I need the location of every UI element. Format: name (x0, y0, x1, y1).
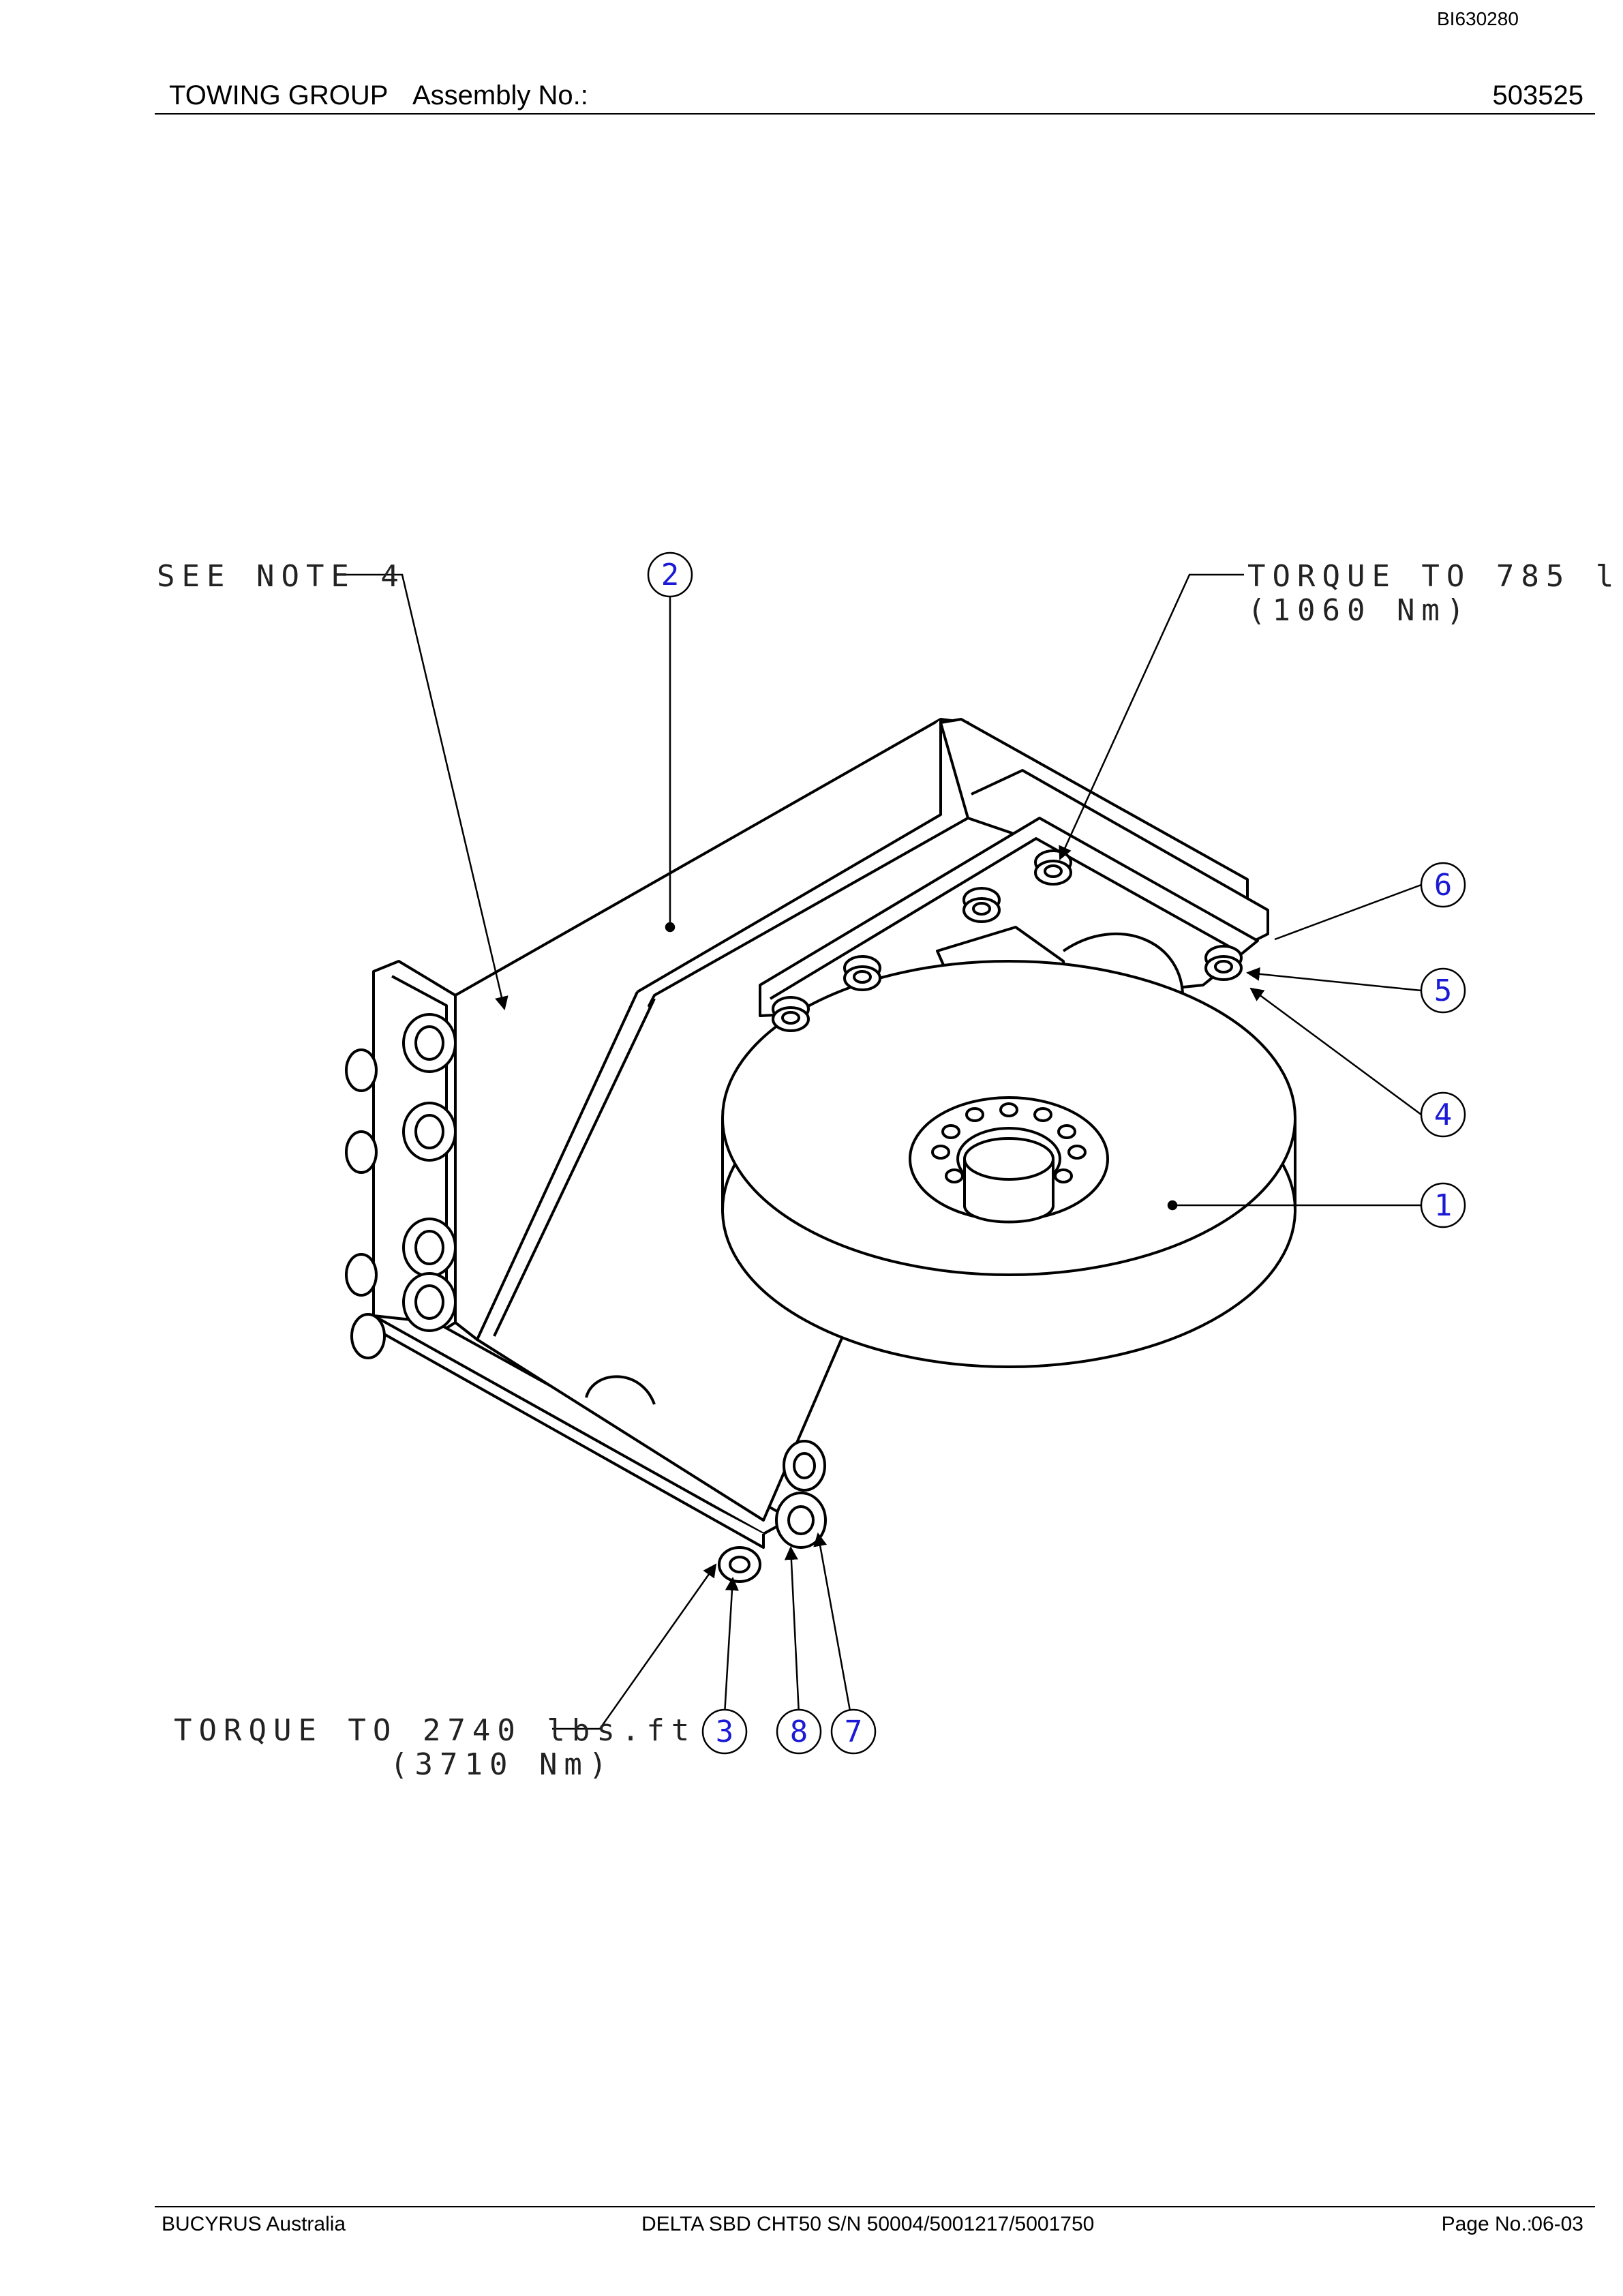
balloon-1-label: 1 (1434, 1188, 1453, 1223)
balloon-5 (1420, 967, 1466, 1014)
balloon-7 (830, 1708, 877, 1755)
side-mount-nuts (345, 1013, 457, 1359)
balloon-8 (776, 1708, 822, 1755)
assembly-linework (345, 718, 1296, 1583)
balloon-5-label: 5 (1434, 973, 1453, 1008)
page-footer: BUCYRUS Australia DELTA SBD CHT50 S/N 50… (155, 2206, 1595, 2239)
balloon-4 (1420, 1091, 1466, 1138)
torque-upper-line1: TORQUE TO 785 lbs.ft (1247, 559, 1623, 594)
assembly-number: 503525 (1492, 80, 1583, 110)
leader-lines (341, 573, 1422, 1730)
balloon-6 (1420, 862, 1466, 908)
balloon-8-label: 8 (790, 1715, 808, 1749)
torque-lower-line1: TORQUE TO 2740 lbs.ft (174, 1713, 696, 1748)
balloon-7-label: 7 (845, 1715, 863, 1749)
see-note-text: SEE NOTE 4 (157, 559, 406, 594)
torque-upper-line2: (1060 Nm) (1247, 593, 1471, 628)
page-number: 06-03 (1531, 2213, 1583, 2235)
balloon-3-label: 3 (716, 1715, 734, 1749)
torque-lower-line2: (3710 Nm) (390, 1747, 613, 1782)
balloon-2 (647, 552, 693, 598)
company-name: BUCYRUS Australia (162, 2213, 346, 2235)
balloon-3 (701, 1708, 748, 1755)
group-title: TOWING GROUP (169, 80, 389, 110)
machine-designation: DELTA SBD CHT50 S/N 50004/5001217/500175… (641, 2213, 1095, 2235)
balloon-2-label: 2 (661, 558, 680, 592)
balloon-4-label: 4 (1434, 1098, 1453, 1132)
document-id: BI630280 (1437, 8, 1519, 29)
page-number-label: Page No.: (1441, 2213, 1532, 2235)
page-header: TOWING GROUP Assembly No.: 503525 (155, 75, 1595, 115)
balloon-1 (1420, 1182, 1466, 1228)
skid-nuts (718, 1440, 827, 1583)
flange-nuts (772, 849, 1243, 1032)
balloon-6-label: 6 (1434, 868, 1453, 903)
balloons (647, 552, 1466, 1755)
assembly-label: Assembly No.: (412, 80, 588, 110)
